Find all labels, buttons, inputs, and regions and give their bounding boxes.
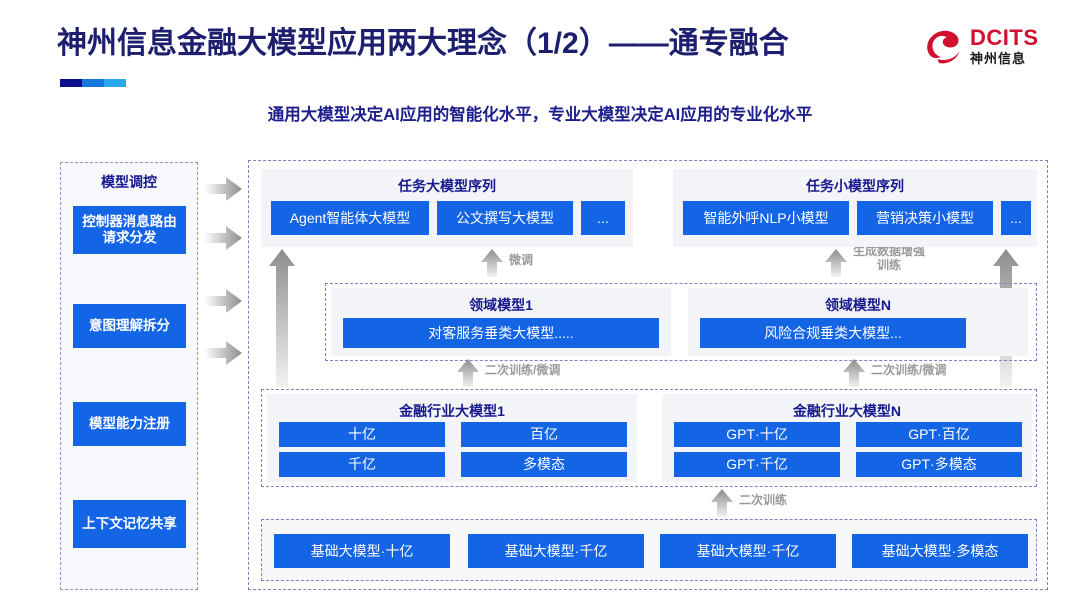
domain-model-1-item[interactable]: 对客服务垂类大模型..... <box>343 318 659 348</box>
industry-model-n-item-3[interactable]: GPT·千亿 <box>674 452 840 477</box>
industry-model-1-item-2[interactable]: 百亿 <box>461 422 627 447</box>
task-small-item-nlp-outbound[interactable]: 智能外呼NLP小模型 <box>683 201 849 235</box>
logo-en-text: DCITS <box>970 25 1039 50</box>
industry-model-1-item-3[interactable]: 千亿 <box>279 452 445 477</box>
up-arrow-icon-finetune <box>481 249 503 277</box>
task-large-item-agent[interactable]: Agent智能体大模型 <box>271 201 429 235</box>
dcits-swirl-icon <box>922 26 964 66</box>
base-models-container: 基础大模型·十亿 基础大模型·千亿 基础大模型·千亿 基础大模型·多模态 <box>261 519 1037 581</box>
right-arrow-icon-1 <box>204 176 242 202</box>
title-underline-bar <box>60 79 126 87</box>
bar-segment-3 <box>104 79 126 87</box>
industry-model-n-item-1[interactable]: GPT·十亿 <box>674 422 840 447</box>
logo-wordmark: DCITS 神州信息 <box>970 25 1039 66</box>
industry-model-n-panel: 金融行业大模型N GPT·十亿 GPT·百亿 GPT·千亿 GPT·多模态 <box>662 394 1032 482</box>
base-model-item-2[interactable]: 基础大模型·千亿 <box>468 534 644 568</box>
control-item-capability-registry[interactable]: 模型能力注册 <box>73 402 186 446</box>
base-model-item-3[interactable]: 基础大模型·千亿 <box>660 534 836 568</box>
control-panel-title: 模型调控 <box>101 174 157 190</box>
base-model-item-4[interactable]: 基础大模型·多模态 <box>852 534 1028 568</box>
industry-model-n-item-4[interactable]: GPT·多模态 <box>856 452 1022 477</box>
page-title: 神州信息金融大模型应用两大理念（1/2）——通专融合 <box>57 27 789 60</box>
model-architecture-container: 微调 生成数据增强 训练 二次训练/微调 二次训练/微调 二次训练 任务大模型序… <box>248 160 1048 590</box>
up-arrow-icon-data-aug <box>825 249 847 277</box>
industry-model-n-item-2[interactable]: GPT·百亿 <box>856 422 1022 447</box>
task-large-model-panel: 任务大模型序列 Agent智能体大模型 公文撰写大模型 ... <box>261 169 633 247</box>
up-arrow-icon-tall-left <box>269 249 295 387</box>
page-subtitle: 通用大模型决定AI应用的智能化水平，专业大模型决定AI应用的专业化水平 <box>267 106 813 124</box>
domain-model-n-title: 领域模型N <box>824 297 892 313</box>
right-arrow-icon-2 <box>204 225 242 251</box>
arrow-label-data-aug: 生成数据增强 训练 <box>853 244 926 272</box>
arrow-label-retrain: 二次训练 <box>739 493 788 507</box>
up-arrow-icon-retrain-right <box>843 359 865 387</box>
industry-model-1-item-1[interactable]: 十亿 <box>279 422 445 447</box>
task-large-item-document[interactable]: 公文撰写大模型 <box>437 201 573 235</box>
industry-model-1-panel: 金融行业大模型1 十亿 百亿 千亿 多模态 <box>267 394 637 482</box>
logo-cn-text: 神州信息 <box>970 51 1027 66</box>
right-arrow-icon-4 <box>204 340 242 366</box>
up-arrow-icon-retrain-left <box>457 359 479 387</box>
industry-model-1-item-4[interactable]: 多模态 <box>461 452 627 477</box>
arrow-label-retrain-finetune-left: 二次训练/微调 <box>485 363 561 377</box>
domain-model-n-item[interactable]: 风险合规垂类大模型... <box>700 318 966 348</box>
up-arrow-icon-retrain <box>711 489 733 517</box>
task-large-item-more[interactable]: ... <box>581 201 625 235</box>
industry-model-1-title: 金融行业大模型1 <box>399 403 505 419</box>
base-model-item-1[interactable]: 基础大模型·十亿 <box>274 534 450 568</box>
task-small-item-more[interactable]: ... <box>1001 201 1031 235</box>
control-item-context-memory[interactable]: 上下文记忆共享 <box>73 500 186 548</box>
bar-segment-2 <box>82 79 104 87</box>
domain-model-n-panel: 领域模型N 风险合规垂类大模型... <box>688 288 1028 356</box>
domain-model-1-panel: 领域模型1 对客服务垂类大模型..... <box>331 288 671 356</box>
control-item-message-routing[interactable]: 控制器消息路由请求分发 <box>73 206 186 254</box>
industry-model-n-title: 金融行业大模型N <box>792 403 902 419</box>
domain-model-1-title: 领域模型1 <box>469 297 533 313</box>
arrow-label-finetune: 微调 <box>509 253 534 267</box>
arrow-label-retrain-finetune-right: 二次训练/微调 <box>871 363 947 377</box>
right-arrow-icon-3 <box>204 288 242 314</box>
domain-models-container: 领域模型1 对客服务垂类大模型..... 领域模型N 风险合规垂类大模型... <box>325 283 1037 361</box>
task-small-model-panel: 任务小模型序列 智能外呼NLP小模型 营销决策小模型 ... <box>673 169 1037 247</box>
task-small-item-marketing[interactable]: 营销决策小模型 <box>857 201 993 235</box>
control-item-intent-parsing[interactable]: 意图理解拆分 <box>73 304 186 348</box>
task-large-model-title: 任务大模型序列 <box>398 178 496 194</box>
control-panel: 模型调控 控制器消息路由请求分发 意图理解拆分 模型能力注册 上下文记忆共享 <box>60 162 198 590</box>
dcits-logo: DCITS 神州信息 <box>922 18 1062 74</box>
industry-models-container: 金融行业大模型1 十亿 百亿 千亿 多模态 金融行业大模型N GPT·十亿 GP… <box>261 389 1037 487</box>
task-small-model-title: 任务小模型序列 <box>806 178 904 194</box>
bar-segment-1 <box>60 79 82 87</box>
